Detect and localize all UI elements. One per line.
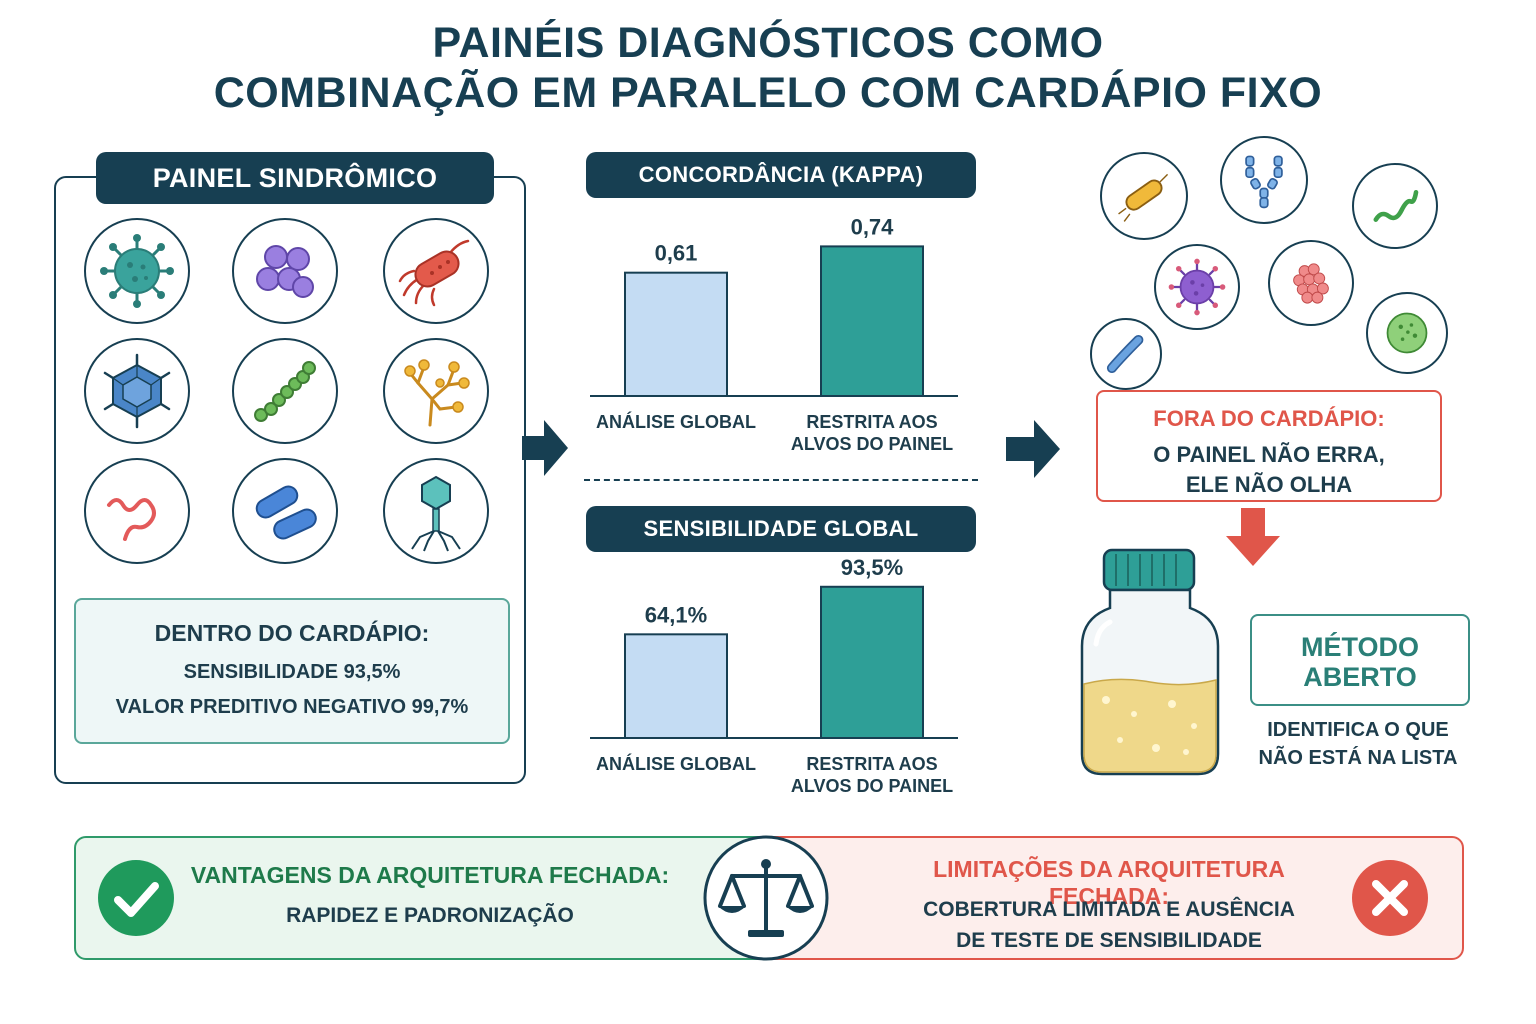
limitations-title: LIMITAÇÕES DA ARQUITETURA FECHADA:	[933, 856, 1285, 909]
streptococcus-chain-icon	[232, 338, 338, 444]
cocci-cluster-icon	[232, 218, 338, 324]
sensitivity-chart-title: SENSIBILIDADE GLOBAL	[586, 506, 976, 552]
inside-menu-heading: DENTRO DO CARDÁPIO:	[154, 620, 430, 646]
outside-menu-box: FORA DO CARDÁPIO: O PAINEL NÃO ERRA, ELE…	[1096, 390, 1442, 502]
open-method-box: MÉTODO ABERTO	[1250, 614, 1470, 706]
spirochete-icon	[84, 458, 190, 564]
bacilli-icon	[232, 458, 338, 564]
fungal-hyphae-icon	[383, 338, 489, 444]
category-label-0-0-0: ANÁLISE GLOBAL	[596, 411, 756, 432]
page-title-line2: COMBINAÇÃO EM PARALELO COM CARDÁPIO FIXO	[213, 69, 1323, 117]
bacteriophage-icon	[383, 458, 489, 564]
branched-fungus-icon	[1220, 136, 1308, 224]
check-icon	[98, 860, 174, 936]
outside-menu-line2: ELE NÃO OLHA	[1185, 472, 1353, 497]
bar-0-0	[624, 271, 728, 397]
limitations-box	[762, 836, 1464, 960]
bar-0-1	[820, 245, 924, 397]
advantages-box	[74, 836, 768, 960]
yellow-bacillus-icon	[1100, 152, 1188, 240]
red-cell-cluster-icon	[1268, 240, 1354, 326]
green-round-cell-icon	[1366, 292, 1448, 374]
icosahedral-virus-icon	[84, 338, 190, 444]
category-label-0-1-0: RESTRITA AOS	[806, 412, 937, 432]
cross-icon	[1352, 860, 1428, 936]
culture-jar-icon	[1080, 548, 1220, 776]
arrow-down-icon	[1226, 508, 1280, 566]
bar-value-label-0-1: 0,74	[851, 214, 895, 239]
category-label-1-0-0: ANÁLISE GLOBAL	[596, 753, 756, 774]
arrow-right-icon	[522, 420, 568, 476]
chart-divider	[584, 479, 978, 481]
advantages-title: VANTAGENS DA ARQUITETURA FECHADA:	[190, 862, 670, 888]
advantages-text: RAPIDEZ E PADRONIZAÇÃO	[286, 904, 574, 927]
open-method-line1: MÉTODO	[1300, 632, 1419, 662]
bar-value-label-0-0: 0,61	[655, 241, 698, 266]
limitations-line2: DE TESTE DE SENSIBILIDADE	[956, 929, 1262, 952]
bar-chart-svg-1: 64,1% ANÁLISE GLOBAL 93,5% RESTRITA AOSALVO…	[590, 555, 958, 796]
bar-1-1	[820, 585, 924, 740]
green-spirillum-icon	[1352, 163, 1438, 249]
bar-1-0	[624, 633, 728, 739]
outside-menu-line1: O PAINEL NÃO ERRA,	[1153, 442, 1385, 467]
outside-menu-heading: FORA DO CARDÁPIO:	[1153, 406, 1385, 431]
open-method-description: IDENTIFICA O QUE NÃO ESTÁ NA LISTA	[1230, 716, 1486, 772]
purple-virus-icon	[1154, 244, 1240, 330]
syndromic-panel-header: PAINEL SINDRÔMICO	[96, 152, 494, 204]
open-method-desc2: NÃO ESTÁ NA LISTA	[1258, 747, 1458, 769]
bar-value-label-1-1: 93,5%	[841, 555, 903, 580]
inside-menu-npv: VALOR PREDITIVO NEGATIVO 99,7%	[115, 696, 469, 718]
limitations-text: COBERTURA LIMITADA E AUSÊNCIA DE TESTE D…	[876, 894, 1342, 956]
open-method-desc1: IDENTIFICA O QUE	[1267, 719, 1449, 741]
virus-icon	[84, 218, 190, 324]
inside-menu-sensitivity: SENSIBILIDADE 93,5%	[183, 661, 401, 683]
balance-scale-icon	[703, 835, 829, 961]
inside-menu-box: DENTRO DO CARDÁPIO: SENSIBILIDADE 93,5% …	[74, 598, 510, 744]
arrow-right-icon-2	[1006, 420, 1060, 478]
limitations-line1: COBERTURA LIMITADA E AUSÊNCIA	[923, 898, 1295, 921]
blue-curved-bacterium-icon	[1090, 318, 1162, 390]
open-method-line2: ABERTO	[1303, 662, 1417, 692]
flagellated-bacterium-icon	[383, 218, 489, 324]
category-label-1-1-0: RESTRITA AOS	[806, 754, 937, 774]
category-label-1-1-1: ALVOS DO PAINEL	[791, 776, 953, 796]
kappa-chart-title: CONCORDÂNCIA (KAPPA)	[586, 152, 976, 198]
category-label-0-1-1: ALVOS DO PAINEL	[791, 434, 953, 454]
bar-value-label-1-0: 64,1%	[645, 602, 707, 627]
page-title-line1: PAINÉIS DIAGNÓSTICOS COMO	[432, 19, 1104, 67]
